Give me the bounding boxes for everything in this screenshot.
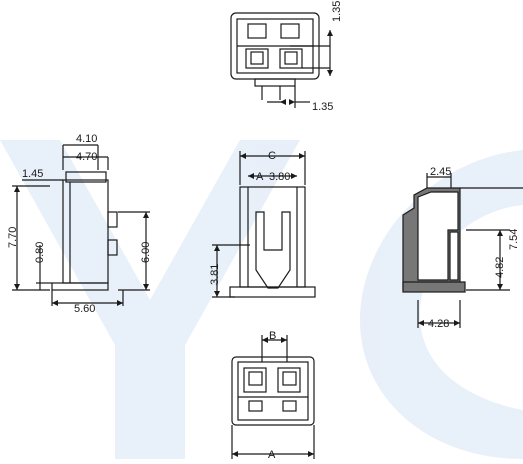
top-dim-right: 1.35 bbox=[331, 1, 343, 22]
left-dim-w2: 4.70 bbox=[76, 151, 97, 163]
right-dim-h1: 4.82 bbox=[494, 257, 506, 278]
left-dim-w1: 4.10 bbox=[76, 133, 97, 145]
bottom-view bbox=[231, 335, 315, 459]
left-dim-base: 0.80 bbox=[34, 242, 46, 263]
front-dim-a: A bbox=[256, 171, 264, 183]
front-view bbox=[212, 151, 316, 298]
left-dim-mid: 6.00 bbox=[140, 242, 152, 263]
bottom-dim-b: B bbox=[269, 330, 276, 342]
left-dim-h-top: 1.45 bbox=[22, 168, 43, 180]
front-dim-pitch: 3.80 bbox=[269, 171, 290, 183]
left-dim-width: 5.60 bbox=[74, 303, 95, 315]
dimension-arrows bbox=[14, 30, 503, 457]
right-dim-top: 2.45 bbox=[430, 166, 451, 178]
bottom-dim-a: A bbox=[268, 449, 276, 459]
front-dim-h: 3.81 bbox=[209, 264, 221, 285]
left-dim-height: 7.70 bbox=[7, 227, 19, 248]
right-dim-w: 4.28 bbox=[428, 318, 449, 330]
right-dim-h2: 7.54 bbox=[508, 229, 520, 250]
top-view bbox=[230, 12, 331, 108]
top-dim-bottom: 1.35 bbox=[312, 101, 333, 113]
watermark-logo bbox=[0, 140, 523, 459]
front-dim-c: C bbox=[268, 150, 276, 162]
right-view bbox=[402, 173, 523, 328]
left-view bbox=[12, 144, 150, 306]
